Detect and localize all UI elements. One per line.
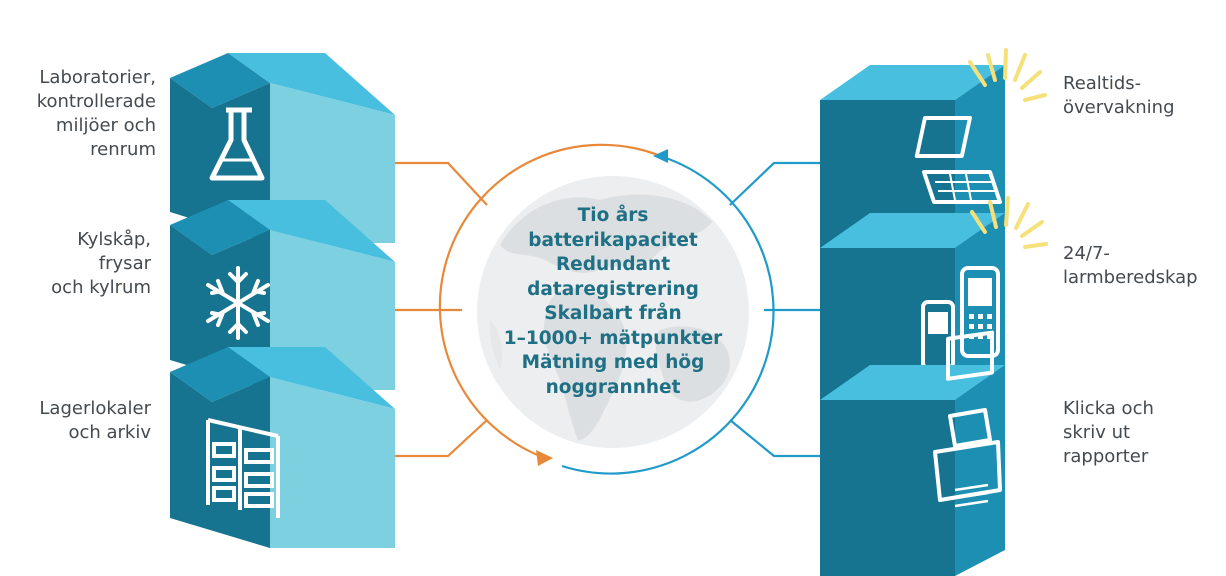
center-line: batterikapacitet [528, 229, 698, 251]
label-cold: Kylskåp, frysar och kylrum [51, 228, 151, 300]
label-cold-line: Kylskåp, [77, 229, 151, 250]
rays-icon [968, 48, 1047, 102]
label-realtime-line: övervakning [1063, 97, 1175, 118]
shelving-icon [206, 418, 280, 518]
blue-arc [561, 154, 775, 475]
connector-realtime [729, 161, 820, 206]
label-lab-line: miljöer och [55, 115, 156, 136]
label-storage-line: Lagerlokaler [39, 398, 151, 419]
label-reports-line: skriv ut [1063, 422, 1131, 443]
orange-arrowhead [536, 450, 553, 466]
label-alarm-line: 24/7- [1063, 243, 1110, 264]
label-storage-line: och arkiv [68, 422, 151, 443]
label-realtime-line: Realtids- [1063, 73, 1142, 94]
label-reports: Klicka och skriv ut rapporter [1063, 397, 1154, 469]
label-alarm-line: larmberedskap [1063, 267, 1198, 288]
box-realtime [820, 48, 1047, 250]
label-storage: Lagerlokaler och arkiv [39, 397, 151, 445]
center-line: Mätning med hög [521, 352, 705, 373]
label-realtime: Realtids- övervakning [1063, 72, 1175, 120]
connector-lab [395, 161, 488, 206]
center-line: Skalbart från [544, 303, 682, 324]
label-cold-line: och kylrum [51, 277, 151, 298]
printer-icon [933, 330, 1002, 508]
label-cold-line: frysar [98, 253, 151, 274]
laptop-icon [914, 116, 1002, 204]
blue-arrowhead [653, 149, 668, 163]
flask-icon [209, 107, 265, 181]
center-line: Redundant [555, 254, 671, 275]
left-connectors [395, 161, 488, 458]
label-reports-line: rapporter [1063, 446, 1149, 467]
cycle-arrows [438, 143, 775, 475]
label-lab: Laboratorier, kontrollerade miljöer och … [37, 66, 156, 162]
center-line: noggrannhet [545, 376, 681, 398]
globe-icon [473, 172, 753, 452]
center-line: Tio års [577, 205, 649, 226]
center-line: 1–1000+ mätpunkter [503, 327, 723, 349]
connector-reports [729, 419, 820, 458]
building-storage [170, 347, 395, 548]
center-features: Tio års batterikapacitet Redundant datar… [493, 204, 733, 400]
label-reports-line: Klicka och [1063, 398, 1154, 419]
box-reports [820, 330, 1005, 576]
orange-arc [438, 143, 659, 460]
label-lab-line: kontrollerade [36, 91, 156, 112]
center-line: dataregistrering [527, 278, 699, 300]
label-alarm: 24/7- larmberedskap [1063, 242, 1198, 290]
snowflake-icon [206, 266, 270, 340]
connector-storage [395, 419, 488, 458]
label-lab-line: Laboratorier, [39, 67, 156, 88]
phones-icon [921, 266, 1000, 370]
alarm-rays-icon [970, 196, 1048, 249]
label-lab-line: renrum [90, 139, 156, 160]
